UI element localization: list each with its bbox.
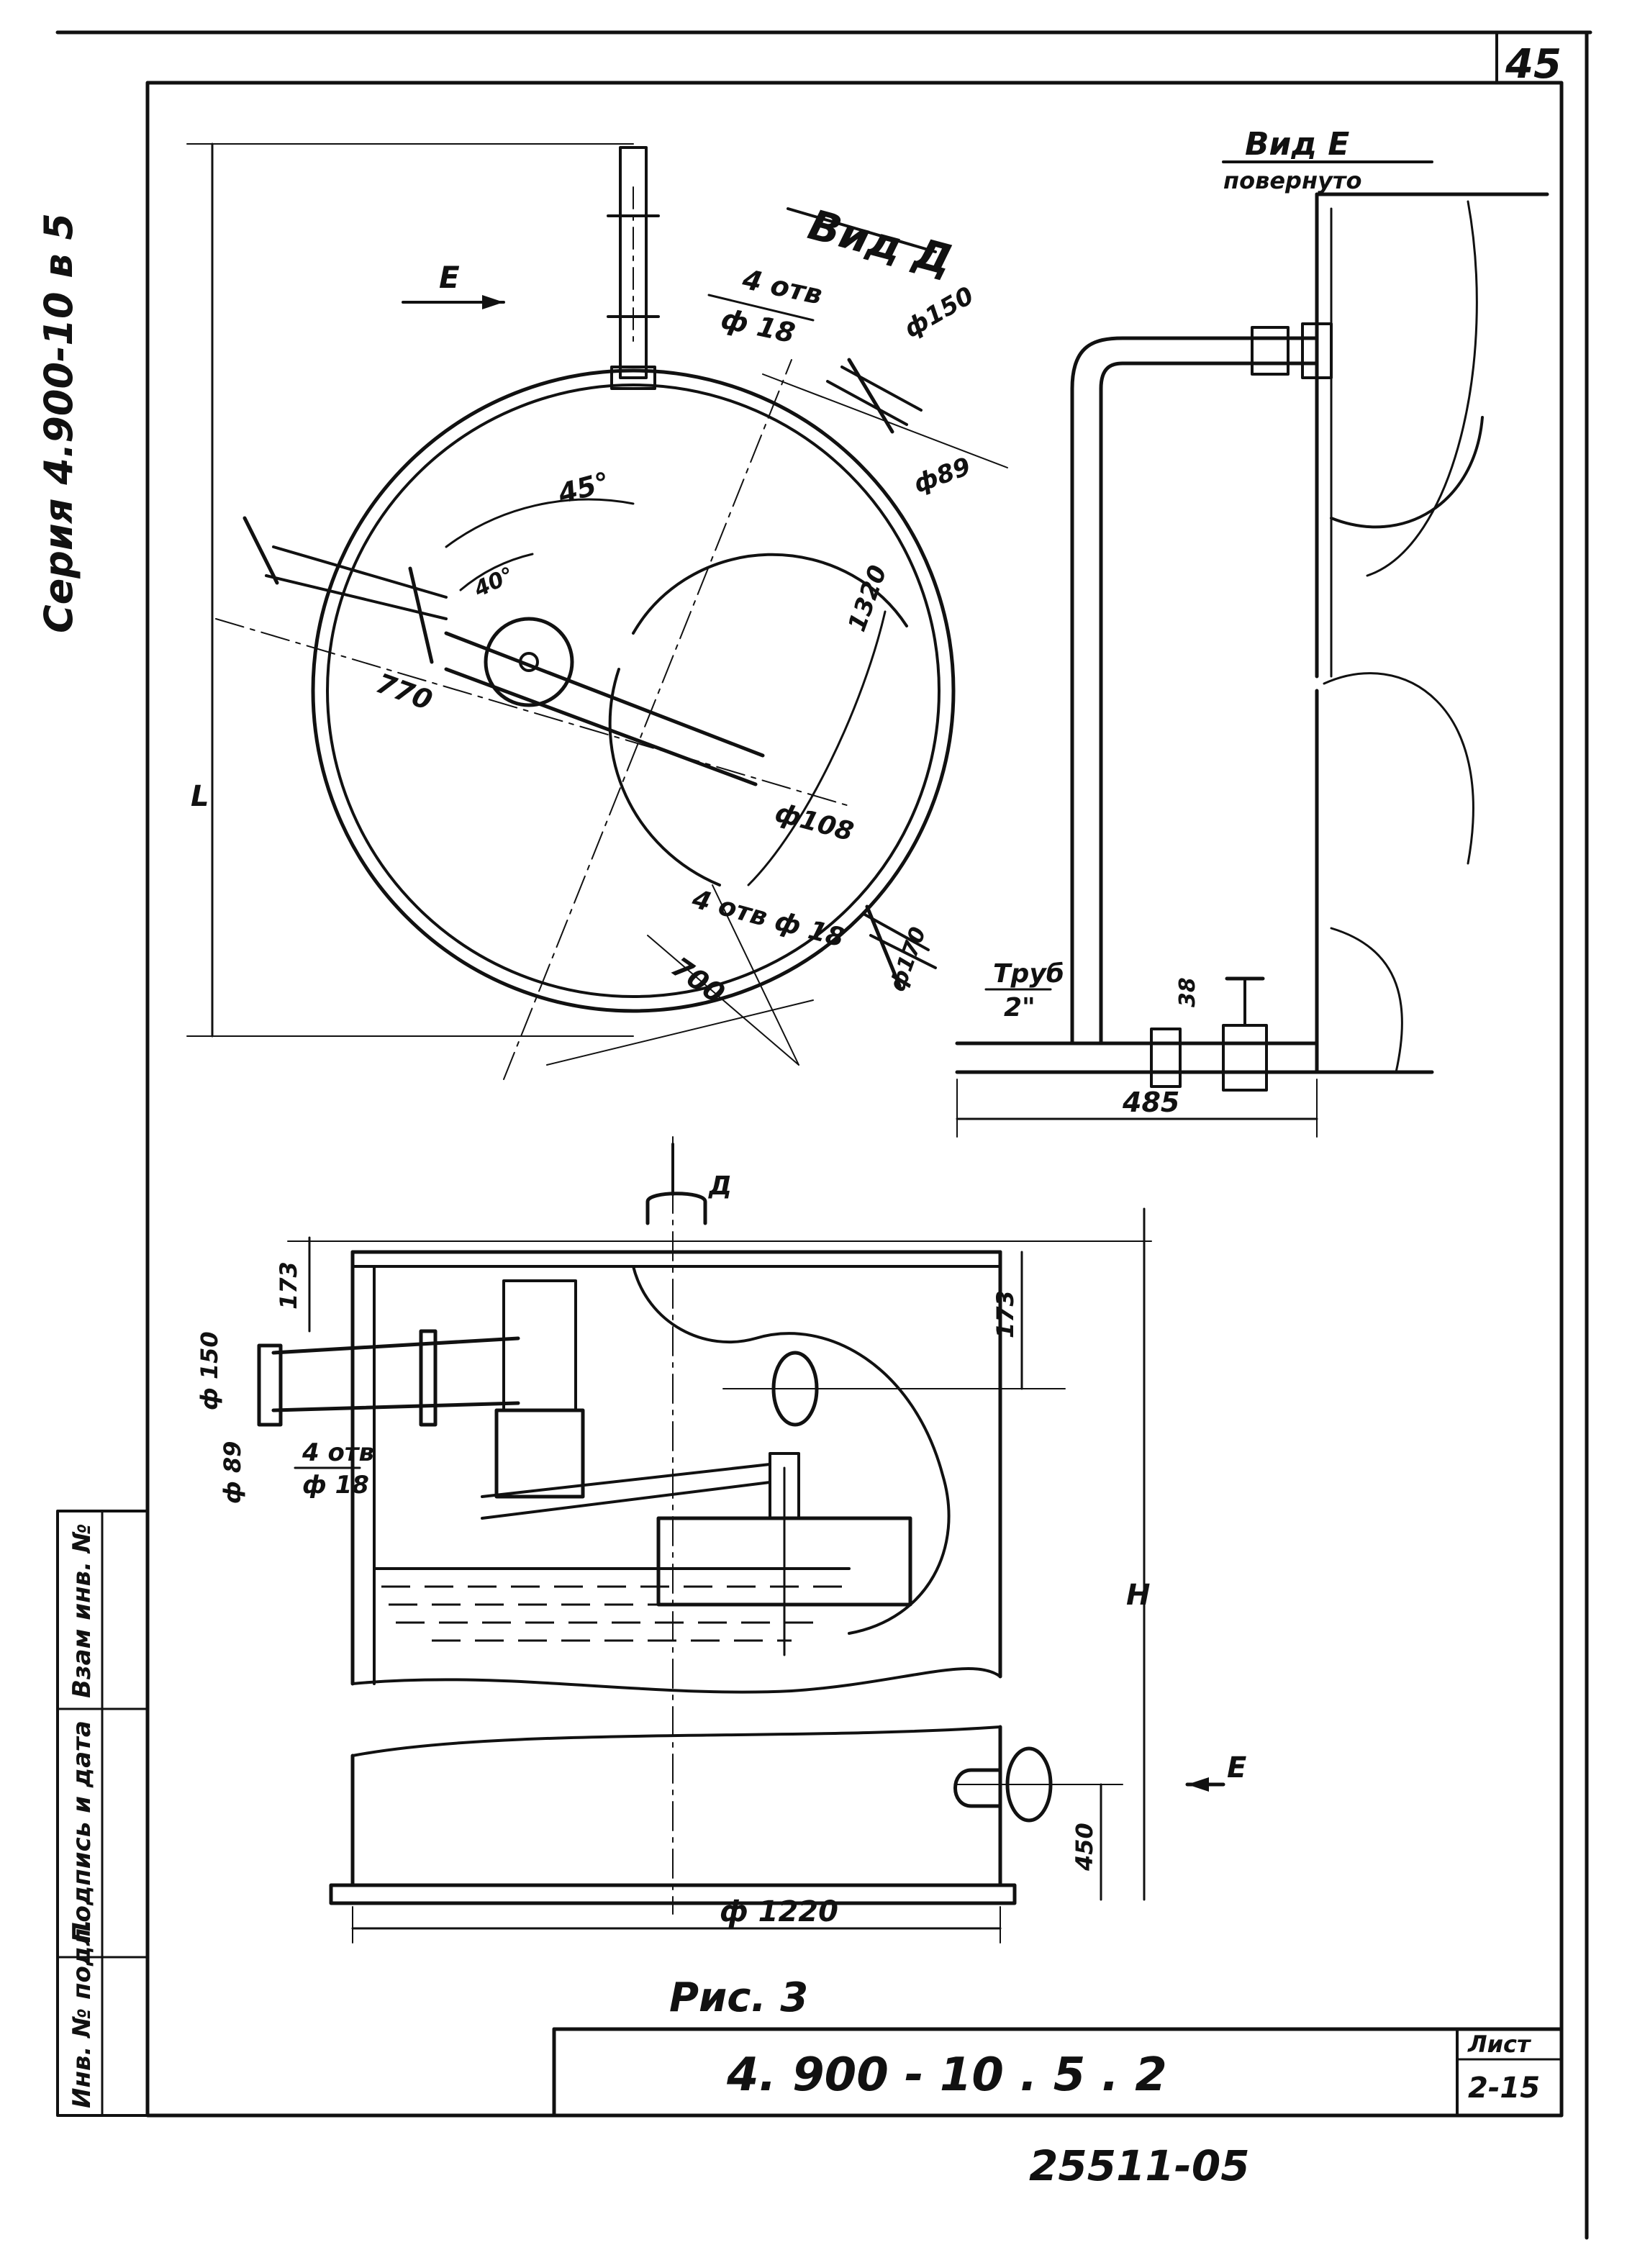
view-d-dim-45deg: 45° (554, 466, 613, 510)
section-dim-phi89: ф 89 (219, 1441, 246, 1504)
view-d-dim-phi150: ф150 (899, 281, 979, 344)
section-dim-173-left: 173 (275, 1261, 302, 1310)
stamp-vzam-inv: Взам инв. № (68, 1523, 96, 1698)
view-e-dim-38: 38 (1175, 977, 1200, 1007)
view-d-title: Вид Д (803, 200, 957, 285)
view-e-subtitle: повернуто (1223, 167, 1361, 194)
section-elevation (257, 1136, 1225, 1943)
view-e (955, 160, 1549, 1138)
sheet-label: Лист (1467, 2031, 1532, 2058)
sheet-frame (55, 30, 1592, 2240)
archive-number: 25511-05 (1029, 2141, 1250, 2190)
section-bolt-label-1: 4 отв (302, 1438, 374, 1467)
section-dim-h: H (1126, 1579, 1150, 1612)
view-d-dim-l: L (191, 780, 209, 813)
view-e-title: Вид Е (1245, 126, 1349, 163)
figure-caption: Рис. 3 (669, 1974, 808, 2021)
view-e-pipe-label-1: Труб (993, 959, 1064, 989)
stamp-inv-podl: Инв. № подл. (68, 1919, 96, 2108)
view-d-bolt-bottom: 4 отв ф 18 (689, 884, 848, 953)
view-d-dim-phi170: ф170 (885, 924, 931, 995)
view-d-bolt-top-2: ф 18 (718, 303, 798, 350)
section-arrow-e: Е (1227, 1751, 1246, 1784)
page-number: 45 (1505, 41, 1562, 88)
section-dim-phi1220: ф 1220 (720, 1895, 838, 1928)
view-d-dim-40deg: 40° (470, 563, 518, 603)
sheet-number: 2-15 (1468, 2072, 1540, 2105)
stamp-podpis-data: Подпись и дата (68, 1720, 96, 1943)
drawing-code: 4. 900 - 10 . 5 . 2 (726, 2049, 1167, 2102)
title-block (552, 2027, 1564, 2118)
view-d-dim-phi89: ф89 (910, 452, 974, 499)
section-dim-450: 450 (1071, 1823, 1098, 1872)
series-label: Серия 4.900-10 в 5 (36, 213, 81, 633)
view-e-dim-485: 485 (1122, 1087, 1179, 1118)
section-dim-173-right: 173 (992, 1290, 1019, 1338)
side-stamp: Инв. № подл. Подпись и дата Взам инв. № (56, 1510, 149, 2117)
view-d-arrow-e: Е (439, 260, 460, 295)
section-dim-phi150: ф 150 (196, 1331, 223, 1410)
section-marker-a: Д (708, 1171, 732, 1201)
view-e-pipe-label-2: 2" (1004, 993, 1035, 1022)
view-d-bolt-top-1: 4 отв (739, 263, 825, 312)
section-bolt-label-2: ф 18 (302, 1471, 369, 1500)
view-d-dim-770: 770 (372, 667, 437, 716)
view-d-plan (186, 142, 1008, 1080)
